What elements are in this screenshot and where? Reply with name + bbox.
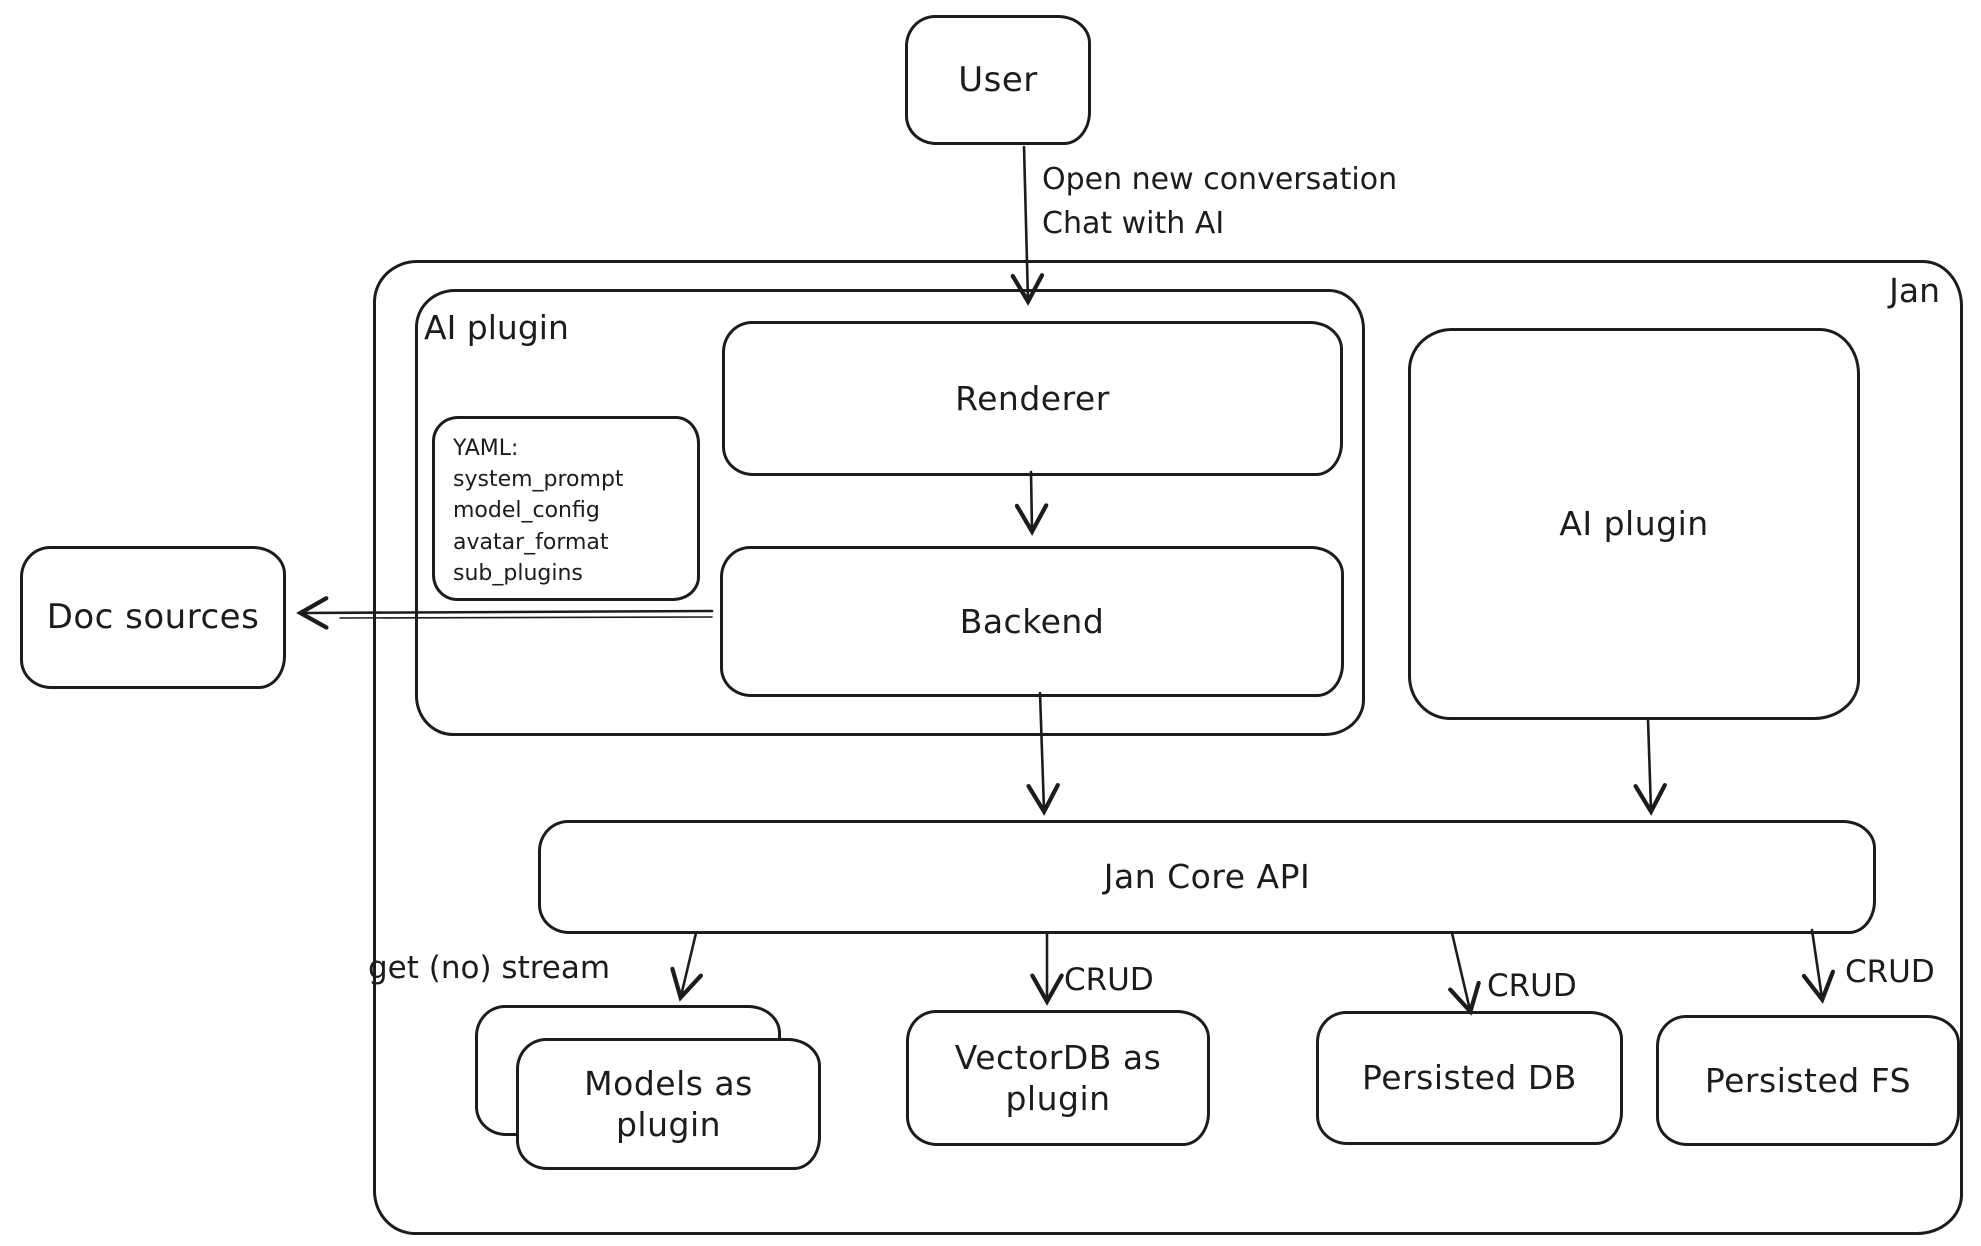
doc-sources-node: Doc sources [20, 546, 286, 689]
renderer-node-label: Renderer [955, 378, 1110, 418]
vectordb-as-plugin-node: VectorDB as plugin [906, 1010, 1210, 1146]
ai-plugin-node: AI plugin [1408, 328, 1860, 720]
jan-frame-label: Jan [1889, 271, 1940, 310]
models-as-plugin-node-label: Models as plugin [584, 1063, 753, 1144]
persisted-db-node: Persisted DB [1316, 1011, 1623, 1145]
jan-frame: Jan AI plugin Renderer Backend YAML: sys… [373, 260, 1963, 1235]
user-node: User [905, 15, 1091, 145]
edge-label-line-2: Chat with AI [1042, 205, 1225, 241]
ai-plugin-group-label: AI plugin [424, 308, 569, 347]
yaml-note-line: sub_plugins [453, 560, 583, 586]
yaml-note-line: avatar_format [453, 529, 609, 555]
yaml-note-line: YAML: [453, 436, 519, 461]
user-node-label: User [958, 59, 1038, 100]
ai-plugin-node-label: AI plugin [1559, 504, 1709, 544]
persisted-fs-node: Persisted FS [1656, 1015, 1960, 1146]
edge-label-get-no-stream: get (no) stream [368, 950, 611, 986]
edge-label-crud-vectordb: CRUD [1064, 962, 1154, 998]
yaml-note-line: system_prompt [453, 467, 624, 493]
renderer-node: Renderer [722, 321, 1343, 476]
yaml-note: YAML: system_prompt model_config avatar_… [432, 416, 700, 601]
edge-label-open-conversation: Open new conversation Chat with AI [1042, 158, 1397, 245]
persisted-db-node-label: Persisted DB [1362, 1058, 1577, 1098]
jan-core-api-node-label: Jan Core API [1103, 857, 1311, 897]
backend-node: Backend [720, 546, 1344, 697]
jan-core-api-node: Jan Core API [538, 820, 1876, 934]
persisted-fs-node-label: Persisted FS [1704, 1060, 1912, 1100]
edge-label-line-1: Open new conversation [1042, 162, 1398, 197]
doc-sources-node-label: Doc sources [46, 597, 260, 638]
edge-label-crud-persisted-fs: CRUD [1845, 954, 1935, 990]
models-as-plugin-node: Models as plugin [516, 1038, 821, 1170]
yaml-note-line: model_config [453, 498, 600, 524]
backend-node-label: Backend [959, 601, 1105, 641]
edge-label-crud-persisted-db: CRUD [1487, 968, 1577, 1004]
vectordb-as-plugin-node-label: VectorDB as plugin [954, 1037, 1162, 1118]
ai-plugin-group: AI plugin Renderer Backend YAML: system_… [415, 289, 1365, 736]
